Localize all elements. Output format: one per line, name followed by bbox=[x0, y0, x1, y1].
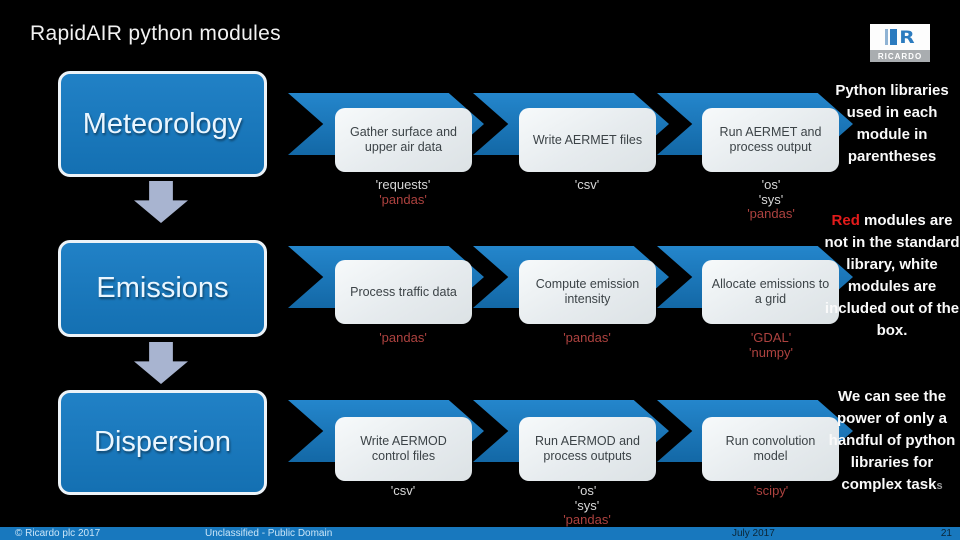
library-name: 'pandas' bbox=[563, 512, 611, 527]
library-name: 'csv' bbox=[390, 483, 416, 498]
note-power-suffix: s bbox=[936, 480, 943, 492]
library-list: 'pandas' bbox=[328, 330, 478, 346]
library-list: 'os''sys''pandas' bbox=[696, 177, 846, 222]
library-name: 'pandas' bbox=[379, 330, 427, 345]
library-list: 'pandas' bbox=[512, 330, 662, 346]
down-arrow-icon bbox=[134, 181, 188, 223]
footer-bar: © Ricardo plc 2017 Unclassified - Public… bbox=[0, 527, 960, 540]
footer-classification: Unclassified - Public Domain bbox=[205, 528, 333, 539]
ricardo-logo-mark: R bbox=[870, 24, 930, 50]
library-name: 'scipy' bbox=[753, 483, 789, 498]
library-list: 'scipy' bbox=[696, 483, 846, 499]
library-list: 'os''sys''pandas' bbox=[512, 483, 662, 528]
library-list: 'csv' bbox=[512, 177, 662, 193]
process-step: Write AERMET files bbox=[519, 108, 656, 172]
library-list: 'csv' bbox=[328, 483, 478, 499]
footer-copyright: © Ricardo plc 2017 bbox=[15, 528, 101, 539]
logo-bar-icon bbox=[885, 29, 889, 45]
note-red-modules: Red modules are not in the standard libr… bbox=[824, 210, 960, 342]
process-step: Compute emission intensity bbox=[519, 260, 656, 324]
logo-bar-icon bbox=[890, 29, 898, 45]
library-name: 'pandas' bbox=[379, 191, 427, 207]
footer-page-number: 21 bbox=[940, 528, 952, 539]
process-step: Process traffic data bbox=[335, 260, 472, 324]
note-power-of-python: We can see the power of only a handful o… bbox=[824, 386, 960, 497]
process-step: Run convolution model bbox=[702, 417, 839, 481]
library-name: 'requests' bbox=[375, 177, 431, 192]
library-name: 'os' bbox=[761, 177, 781, 192]
library-name: 'numpy' bbox=[749, 344, 793, 360]
library-name: 'sys' bbox=[574, 497, 600, 513]
process-step: Run AERMET and process output bbox=[702, 108, 839, 172]
library-list: 'requests''pandas' bbox=[328, 177, 478, 207]
library-name: 'csv' bbox=[574, 177, 600, 192]
process-step: Gather surface and upper air data bbox=[335, 108, 472, 172]
down-arrow-icon bbox=[134, 342, 188, 384]
note-red-modules-rest: modules are not in the standard library,… bbox=[824, 212, 960, 339]
logo-r-icon: R bbox=[899, 26, 915, 48]
note-power-main: We can see the power of only a handful o… bbox=[828, 388, 956, 493]
process-step: Write AERMOD control files bbox=[335, 417, 472, 481]
ricardo-logo: R RICARDO bbox=[870, 24, 930, 62]
library-name: 'GDAL' bbox=[750, 330, 792, 345]
ricardo-logo-wordmark: RICARDO bbox=[870, 50, 930, 62]
stage-box-dispersion: Dispersion bbox=[58, 390, 267, 495]
library-name: 'pandas' bbox=[563, 330, 611, 345]
library-list: 'GDAL''numpy' bbox=[696, 330, 846, 360]
library-name: 'pandas' bbox=[747, 206, 795, 221]
slide-title: RapidAIR python modules bbox=[30, 22, 281, 45]
library-name: 'os' bbox=[577, 483, 597, 498]
footer-date: July 2017 bbox=[732, 528, 775, 539]
stage-box-emissions: Emissions bbox=[58, 240, 267, 337]
process-step: Run AERMOD and process outputs bbox=[519, 417, 656, 481]
note-python-libraries: Python libraries used in each module in … bbox=[835, 82, 949, 165]
stage-box-meteorology: Meteorology bbox=[58, 71, 267, 177]
process-step: Allocate emissions to a grid bbox=[702, 260, 839, 324]
red-word: Red bbox=[831, 212, 860, 229]
library-name: 'sys' bbox=[758, 191, 784, 207]
